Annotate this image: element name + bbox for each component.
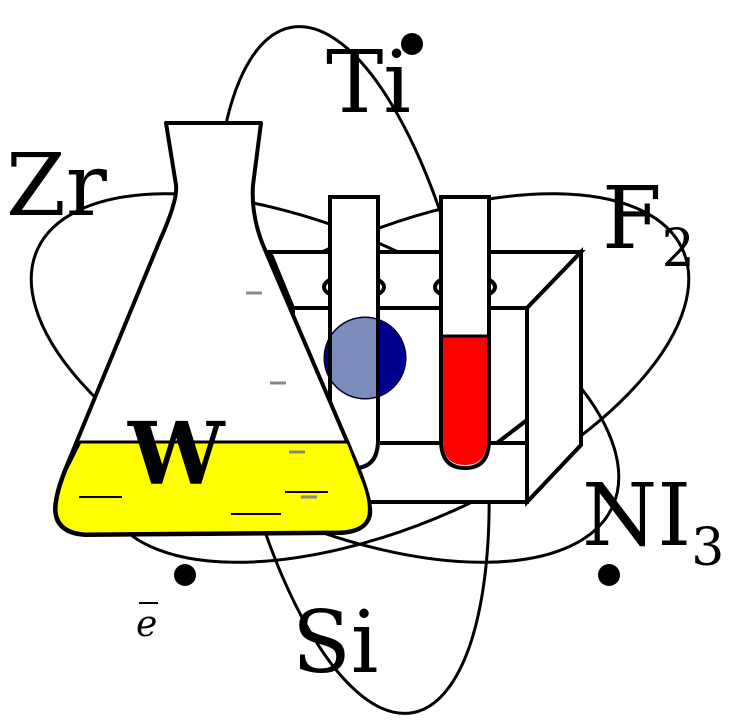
label-ni3: NI3 [582,466,724,578]
label-si: Si [292,593,378,693]
svg-text:e: e [136,604,157,645]
label-zr: Zr [6,136,108,236]
liquid-lines [79,491,328,515]
label-ti: Ti [326,33,411,133]
label-w: W [127,404,226,505]
sphere [323,310,407,420]
electron-dot-left [174,564,196,586]
test-tube-right [433,195,497,471]
bubbles [246,291,317,499]
electron-dot-top [401,33,423,55]
label-f2: F2 [602,169,695,279]
erlenmeyer-flask [53,121,373,537]
label-electron: e [136,602,158,645]
electron-dot-right [598,564,620,586]
yellow-liquid [54,440,371,536]
red-liquid [443,336,487,465]
